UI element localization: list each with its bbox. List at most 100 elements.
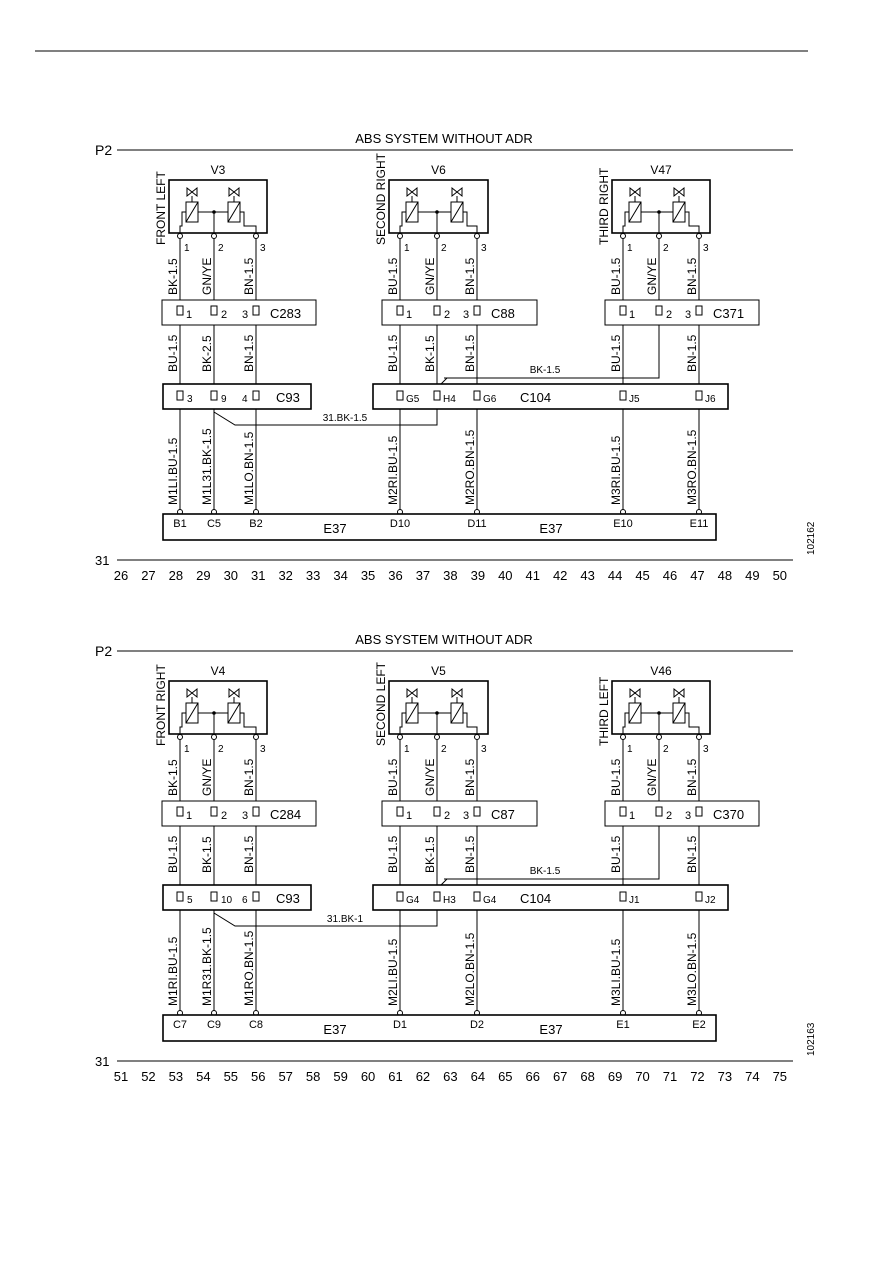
ecu-pin-number: E11 xyxy=(690,518,709,530)
wire-label: M2LO.BN-1.5 xyxy=(463,932,477,1006)
solenoid-diagonal xyxy=(405,702,419,724)
column-number: 38 xyxy=(443,568,457,583)
connector-terminal-icon xyxy=(176,806,184,817)
connector-label: C371 xyxy=(713,306,744,321)
column-number: 50 xyxy=(773,568,787,583)
column-number: 62 xyxy=(416,1069,430,1084)
solenoid-diagonal xyxy=(450,201,464,223)
valve-pin xyxy=(696,233,702,239)
wire-label: BN-1.5 xyxy=(242,758,256,796)
valve-symbol-icon xyxy=(629,687,641,699)
connector-terminal-icon xyxy=(252,891,260,902)
connector-terminal-icon xyxy=(619,390,627,401)
connector-pin-number: 9 xyxy=(221,394,227,405)
valve-pin-number: 1 xyxy=(404,243,410,254)
wire-label: GN/YE xyxy=(200,759,214,796)
column-number: 58 xyxy=(306,1069,320,1084)
valve-symbol-icon xyxy=(406,687,418,699)
internal-wire xyxy=(240,211,257,233)
diagram-title: ABS SYSTEM WITHOUT ADR xyxy=(355,131,532,146)
valve-position-label: FRONT RIGHT xyxy=(154,664,168,746)
wire-label: BU-1.5 xyxy=(609,758,623,796)
connector-pin-number: 3 xyxy=(242,810,248,822)
connector-pin-number: 3 xyxy=(685,309,691,321)
ecu-pin-number: E1 xyxy=(616,1019,629,1031)
internal-wire xyxy=(622,712,629,734)
valve-code: V3 xyxy=(211,163,226,177)
connector-terminal-icon xyxy=(473,891,481,902)
wire-label: BU-1.5 xyxy=(609,835,623,873)
solenoid-diagonal xyxy=(185,201,199,223)
internal-wire xyxy=(622,211,629,233)
valve-code: V5 xyxy=(431,664,446,678)
wire-label: GN/YE xyxy=(423,759,437,796)
wire-label: M3RI.BU-1.5 xyxy=(609,435,623,505)
valve-code: V4 xyxy=(211,664,226,678)
bridge-wire-label: BK-1.5 xyxy=(530,866,561,877)
wire-label: BU-1.5 xyxy=(166,835,180,873)
valve-pin xyxy=(620,233,626,239)
connector-c104-housing xyxy=(372,383,729,410)
connector-pin-number: 2 xyxy=(444,810,450,822)
connector-terminal-icon xyxy=(176,390,184,401)
valve-pin xyxy=(177,734,183,740)
ecu-pin-number: C8 xyxy=(249,1019,263,1031)
ecu-pin-number: D1 xyxy=(393,1019,407,1031)
connector-pin-number: 3 xyxy=(685,810,691,822)
connector-terminal-icon xyxy=(695,806,703,817)
bridge-wire xyxy=(436,826,660,890)
wire-label: BN-1.5 xyxy=(242,334,256,372)
wire-label: M2RI.BU-1.5 xyxy=(386,435,400,505)
column-number: 70 xyxy=(635,1069,649,1084)
valve-position-label: THIRD LEFT xyxy=(597,676,611,746)
internal-wire xyxy=(179,211,186,233)
ecu-pin-number: B2 xyxy=(249,518,262,530)
connector-pin-number: J1 xyxy=(629,895,640,906)
column-number: 35 xyxy=(361,568,375,583)
connector-label: C93 xyxy=(276,390,300,405)
connector-c93-housing xyxy=(162,383,312,410)
column-number: 75 xyxy=(773,1069,787,1084)
connector-pin-number: 5 xyxy=(187,895,193,906)
column-number: 65 xyxy=(498,1069,512,1084)
wire-label: BK-2.5 xyxy=(200,335,214,372)
valve-pin xyxy=(434,734,440,740)
connector-c284 xyxy=(161,800,317,827)
connector-pin-number: 2 xyxy=(221,309,227,321)
valve-pin-number: 3 xyxy=(481,744,487,755)
connector-terminal-icon xyxy=(433,305,441,316)
valve-pin-number: 2 xyxy=(218,744,224,755)
column-number: 64 xyxy=(471,1069,485,1084)
solenoid-diagonal xyxy=(628,201,642,223)
valve-pin-number: 3 xyxy=(703,243,709,254)
valve-position-label: SECOND RIGHT xyxy=(374,152,388,245)
connector-terminal-icon xyxy=(695,891,703,902)
column-number: 33 xyxy=(306,568,320,583)
connector-pin-number: 1 xyxy=(186,309,192,321)
column-number: 57 xyxy=(278,1069,292,1084)
internal-wire xyxy=(240,712,257,734)
wire-label: BU-1.5 xyxy=(166,334,180,372)
column-number: 55 xyxy=(224,1069,238,1084)
valve-housing xyxy=(168,179,268,234)
connector-terminal-icon xyxy=(433,806,441,817)
connector-pin-number: G6 xyxy=(483,394,497,405)
valve-symbol-icon xyxy=(186,186,198,198)
wire-label: BU-1.5 xyxy=(386,334,400,372)
internal-wire xyxy=(685,712,700,734)
valve-pin-number: 2 xyxy=(441,243,447,254)
column-number: 71 xyxy=(663,1069,677,1084)
valve-symbol-icon xyxy=(451,687,463,699)
connector-pin-number: J2 xyxy=(705,895,716,906)
ecu-pin-number: E10 xyxy=(613,518,633,530)
column-number: 26 xyxy=(114,568,128,583)
wire-label: BK-1.5 xyxy=(166,759,180,796)
valve-pin-number: 1 xyxy=(184,243,190,254)
connector-pin-number: 3 xyxy=(242,309,248,321)
connector-pin-number: G5 xyxy=(406,394,420,405)
wire-label: GN/YE xyxy=(423,258,437,295)
